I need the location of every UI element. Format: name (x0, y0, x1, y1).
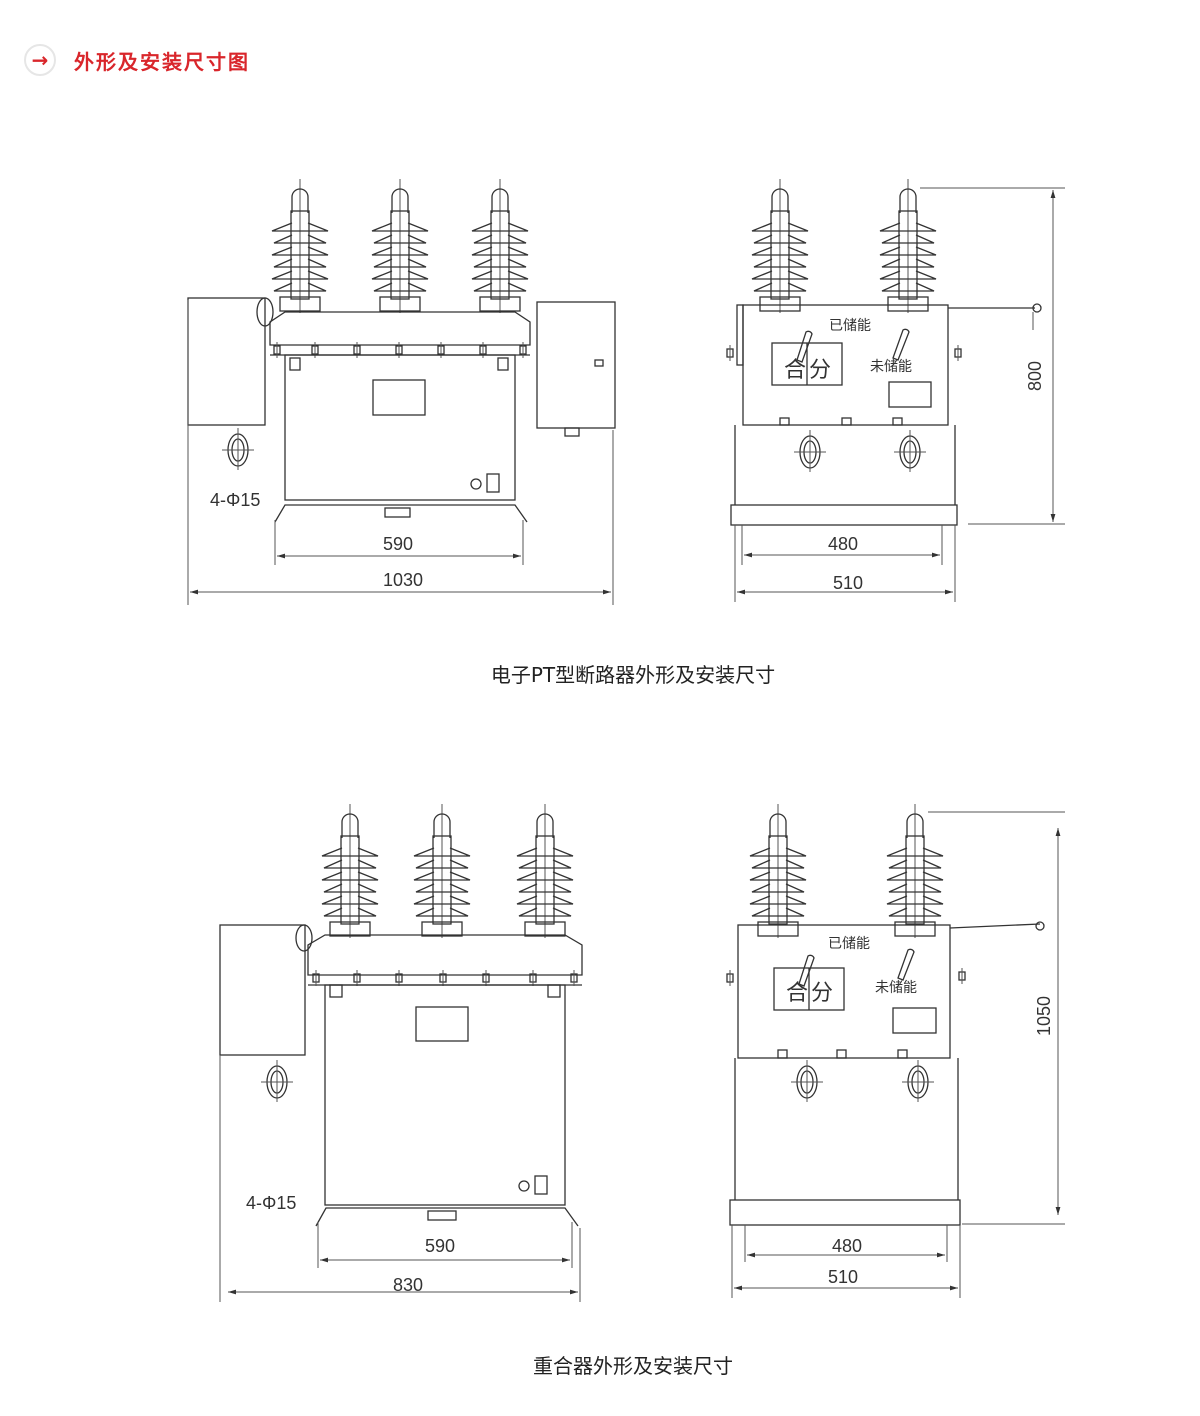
counter-window (888, 381, 932, 408)
insulator (516, 803, 574, 939)
drawing2-front-view: 4-Φ15 590 830 (219, 803, 583, 1302)
main-body (324, 984, 566, 1206)
ground-symbol (518, 1180, 530, 1192)
dim-inner-width: 590 (383, 534, 413, 554)
arrow-glyph: → (31, 48, 49, 72)
nameplate (415, 1006, 469, 1042)
dim-height: 800 (1025, 361, 1045, 391)
lever-icon (892, 328, 910, 361)
operating-handle (949, 923, 1041, 929)
insulator (321, 803, 379, 939)
drawing1-caption: 电子PT型断路器外形及安装尺寸 (490, 663, 776, 687)
dim-overall-width: 1030 (383, 570, 423, 590)
label-stored: 已储能 (829, 318, 871, 334)
dim-inner-width: 590 (425, 1236, 455, 1256)
top-cover (269, 311, 531, 346)
hole-label: 4-Φ15 (246, 1193, 296, 1213)
insulator (371, 178, 429, 314)
dim-overall-width: 830 (393, 1275, 423, 1295)
dim-inner-width: 480 (828, 534, 858, 554)
lever-icon (897, 948, 915, 981)
base-frame (730, 504, 958, 526)
dim-inner-width: 480 (832, 1236, 862, 1256)
label-not-stored: 未储能 (875, 980, 917, 996)
insulator (879, 178, 937, 314)
counter-window (892, 1007, 937, 1034)
drawing1-side-view: 已储能 合 分 未储能 480 510 800 (726, 178, 1065, 602)
drawing2-caption: 重合器外形及安装尺寸 (533, 1354, 733, 1378)
lever-icon (798, 954, 815, 987)
drawing2-side-view: 已储能 合 分 未储能 480 510 1050 (726, 803, 1065, 1298)
hole-label: 4-Φ15 (210, 490, 260, 510)
section-title: 外形及安装尺寸图 (74, 49, 250, 74)
dim-overall-width: 510 (828, 1267, 858, 1287)
label-not-stored: 未储能 (870, 359, 912, 375)
insulator (413, 803, 471, 939)
lever-icon (796, 330, 813, 363)
base-bracket (315, 1207, 579, 1227)
arrow-right-icon: → (24, 44, 56, 76)
insulator (749, 803, 807, 939)
left-cabinet (219, 924, 306, 1056)
insulator (751, 178, 809, 314)
label-close[interactable]: 合 (784, 358, 806, 383)
label-stored: 已储能 (828, 936, 870, 952)
base-bracket (274, 504, 528, 523)
label-open[interactable]: 分 (811, 981, 833, 1006)
insulator (471, 178, 529, 314)
insulator (271, 178, 329, 314)
insulator (886, 803, 944, 939)
dim-height: 1050 (1034, 996, 1054, 1036)
main-body (284, 354, 516, 501)
label-open[interactable]: 分 (809, 358, 831, 383)
drawing1-front-view: 4-Φ15 590 1030 (187, 178, 616, 605)
ground-symbol (470, 478, 482, 490)
dim-overall-width: 510 (833, 573, 863, 593)
top-cover (307, 934, 583, 976)
left-cabinet (187, 297, 266, 426)
label-close[interactable]: 合 (786, 981, 808, 1006)
base-frame (729, 1199, 961, 1226)
section-header: → 外形及安装尺寸图 (24, 42, 250, 78)
nameplate (372, 379, 426, 416)
